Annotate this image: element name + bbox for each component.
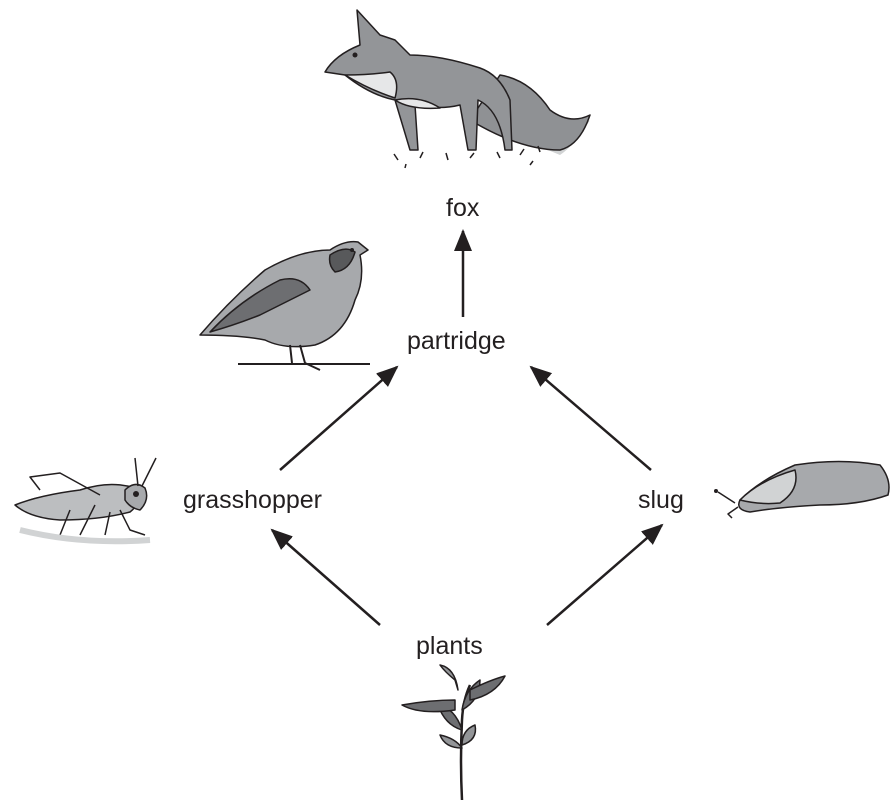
arrow-grasshopper-to-partridge (280, 367, 397, 470)
label-fox: fox (446, 194, 479, 223)
arrow-slug-to-partridge (531, 367, 651, 470)
plant-illustration (402, 665, 505, 800)
slug-illustration (714, 462, 889, 519)
label-partridge: partridge (407, 327, 506, 356)
arrow-plants-to-grasshopper (272, 530, 380, 625)
grasshopper-illustration (15, 458, 156, 541)
fox-illustration (325, 10, 590, 168)
partridge-illustration (200, 242, 370, 370)
label-slug: slug (638, 486, 684, 515)
label-plants: plants (416, 632, 483, 661)
arrow-plants-to-slug (547, 525, 662, 625)
label-grasshopper: grasshopper (183, 486, 322, 515)
